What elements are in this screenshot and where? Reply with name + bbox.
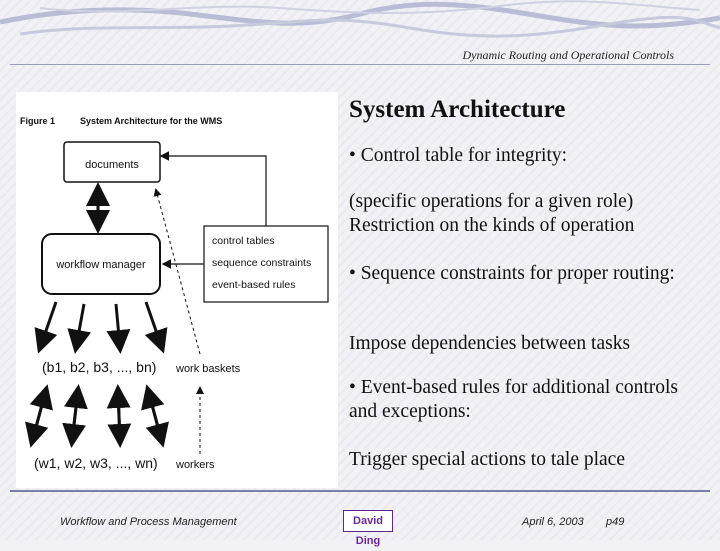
sub-point-control-table: (specific operations for a given role) R… bbox=[349, 191, 635, 236]
slide-header: Dynamic Routing and Operational Controls bbox=[462, 48, 674, 62]
manager-basket-arrow-2 bbox=[67, 303, 92, 354]
slide-title: System Architecture bbox=[349, 96, 566, 123]
control-tables-label: control tables bbox=[212, 235, 274, 247]
workflow-manager-label: workflow manager bbox=[55, 259, 146, 271]
figure-caption-title: System Architecture for the WMS bbox=[80, 116, 222, 126]
bullet-control-table: • Control table for integrity: bbox=[349, 145, 568, 166]
baskets-to-documents-dashed-arrow bbox=[153, 188, 201, 355]
basket-worker-arrow-2b bbox=[64, 384, 88, 443]
event-based-rules-label: event-based rules bbox=[212, 279, 295, 291]
workers-formula: (w1, w2, w3, ..., wn) bbox=[34, 455, 158, 471]
documents-label: documents bbox=[85, 159, 139, 171]
sub-point-event-based-rules: Trigger special actions to tale place bbox=[349, 449, 625, 470]
bullet-event-based-rules: • Event-based rules for additional contr… bbox=[349, 377, 679, 422]
footer-course-title: Workflow and Process Management bbox=[60, 516, 237, 528]
architecture-diagram: Figure 1 System Architecture for the WMS… bbox=[20, 116, 329, 471]
work-baskets-label: work baskets bbox=[175, 363, 241, 375]
sequence-constraints-label: sequence constraints bbox=[212, 257, 311, 269]
author-logo: David Ding bbox=[343, 510, 393, 547]
control-to-documents-arrow bbox=[159, 151, 267, 226]
workers-label: workers bbox=[175, 459, 215, 471]
work-baskets-formula: (b1, b2, b3, ..., bn) bbox=[42, 359, 156, 375]
header-swoosh-decoration bbox=[0, 0, 720, 38]
footer-date: April 6, 2003 bbox=[522, 516, 584, 528]
footer-page-number: p49 bbox=[606, 516, 625, 528]
documents-box bbox=[63, 141, 161, 183]
workflow-manager-box bbox=[41, 233, 161, 295]
manager-basket-arrow-4 bbox=[144, 301, 168, 354]
basket-worker-arrow-3b bbox=[106, 384, 131, 443]
footer-divider bbox=[10, 490, 710, 492]
basket-worker-arrow-1b bbox=[29, 384, 53, 443]
header-divider bbox=[10, 64, 710, 65]
architecture-figure: Figure 1 System Architecture for the WMS… bbox=[16, 92, 338, 488]
bullet-sequence-constraints: • Sequence constraints for proper routin… bbox=[349, 263, 675, 284]
manager-basket-arrow-1 bbox=[34, 301, 58, 354]
basket-worker-arrow-4b bbox=[141, 384, 165, 443]
control-tables-box bbox=[203, 225, 329, 303]
sub-point-sequence-constraints: Impose dependencies between tasks bbox=[349, 333, 631, 354]
manager-basket-arrow-3 bbox=[106, 303, 131, 354]
figure-caption-number: Figure 1 bbox=[20, 116, 55, 126]
